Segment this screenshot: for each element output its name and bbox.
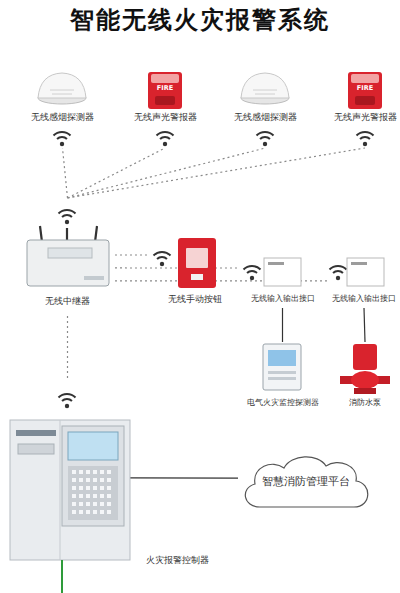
monitor-keys: [268, 371, 296, 374]
monitor-keys: [268, 377, 296, 380]
diagram-title: 智能无线火灾报警系统: [0, 4, 400, 36]
wireless-symbol: [154, 252, 171, 266]
device-node: 无线输入输出接口: [328, 255, 400, 308]
pump-motor: [353, 344, 377, 370]
repeater-panel: [48, 248, 92, 258]
wireless-link: [115, 267, 240, 268]
controller-logo: [16, 430, 56, 436]
io-module-logo: [351, 262, 367, 265]
wireless-link: [68, 148, 166, 198]
wired-link: [364, 308, 365, 342]
device-node: 无线手动按钮: [150, 234, 240, 308]
controller-screen: [68, 432, 118, 460]
wireless-symbol: [59, 210, 76, 224]
node-label: 无线输入输出接口: [240, 294, 325, 303]
cloud-node: 智慧消防管理平台: [238, 452, 373, 510]
cabinet-door-line: [60, 420, 61, 560]
wireless-link: [115, 254, 150, 255]
device-marking: FIRE: [148, 85, 182, 92]
device-node: 火灾报警控制器: [5, 380, 130, 562]
repeater-logo: [84, 276, 104, 280]
device-node: 电气火灾监控探测器: [240, 342, 325, 412]
pump-base: [354, 388, 376, 394]
wireless-link: [68, 148, 366, 198]
node-label: 无线感烟探测器: [25, 112, 100, 122]
siren-light: [351, 74, 379, 83]
button-led: [191, 274, 203, 280]
wireless-link: [63, 148, 68, 198]
ground-wire: [61, 560, 63, 593]
wireless-link: [68, 148, 266, 198]
pump-housing: [351, 371, 379, 389]
monitor-body: [263, 344, 301, 390]
controller-keypad: [68, 466, 118, 520]
device-node: 无线声光警报器: [325, 68, 400, 148]
printer-slot: [18, 444, 54, 454]
button-window: [186, 248, 208, 268]
wireless-symbol: [330, 266, 347, 280]
node-label: 无线输入输出接口: [328, 294, 400, 303]
wireless-symbol: [157, 132, 174, 146]
siren-body: [348, 72, 382, 109]
node-label: 无线感烟探测器: [228, 112, 303, 122]
button-body: [178, 238, 216, 288]
wired-link: [282, 308, 283, 342]
keypad-keys: [72, 472, 114, 512]
device-marking: FIRE: [348, 85, 382, 92]
device-node: 无线感烟探测器: [25, 68, 100, 148]
wireless-symbol: [54, 132, 71, 146]
wireless-symbol: [59, 394, 76, 408]
node-label: 火灾报警控制器: [137, 555, 217, 565]
detector-dome: [241, 73, 289, 98]
node-label: 无线手动按钮: [150, 294, 240, 304]
node-label: 无线声光警报器: [325, 112, 400, 122]
detector-vent: [253, 90, 277, 94]
controller-cabinet: [10, 420, 130, 560]
wireless-symbol: [357, 132, 374, 146]
node-label: 电气火灾监控探测器: [240, 398, 325, 407]
detector-vent: [50, 90, 74, 94]
device-node: 无线声光警报器: [125, 68, 205, 148]
siren-lens: [355, 96, 375, 105]
wireless-symbol: [244, 266, 261, 280]
device-node: 无线输入输出接口: [240, 255, 325, 308]
siren-lens: [155, 96, 175, 105]
node-label: 消防水泵: [335, 398, 395, 407]
io-module-logo: [268, 262, 284, 265]
io-module: [264, 258, 301, 286]
siren-body: [148, 72, 182, 109]
device-node: 消防水泵: [335, 342, 395, 412]
device-node: 无线感烟探测器: [228, 68, 303, 148]
controller-panel: [62, 426, 124, 526]
wireless-symbol: [257, 132, 274, 146]
wired-link: [130, 477, 238, 478]
node-label: 智慧消防管理平台: [238, 475, 373, 487]
detector-dome: [38, 73, 86, 98]
wireless-link: [67, 316, 68, 380]
siren-light: [151, 74, 179, 83]
repeater-body: [27, 240, 109, 286]
io-module: [347, 258, 384, 286]
monitor-screen: [268, 350, 296, 366]
device-node: 无线中继器: [20, 198, 115, 316]
node-label: 无线中继器: [20, 296, 115, 306]
node-label: 无线声光警报器: [125, 112, 205, 122]
